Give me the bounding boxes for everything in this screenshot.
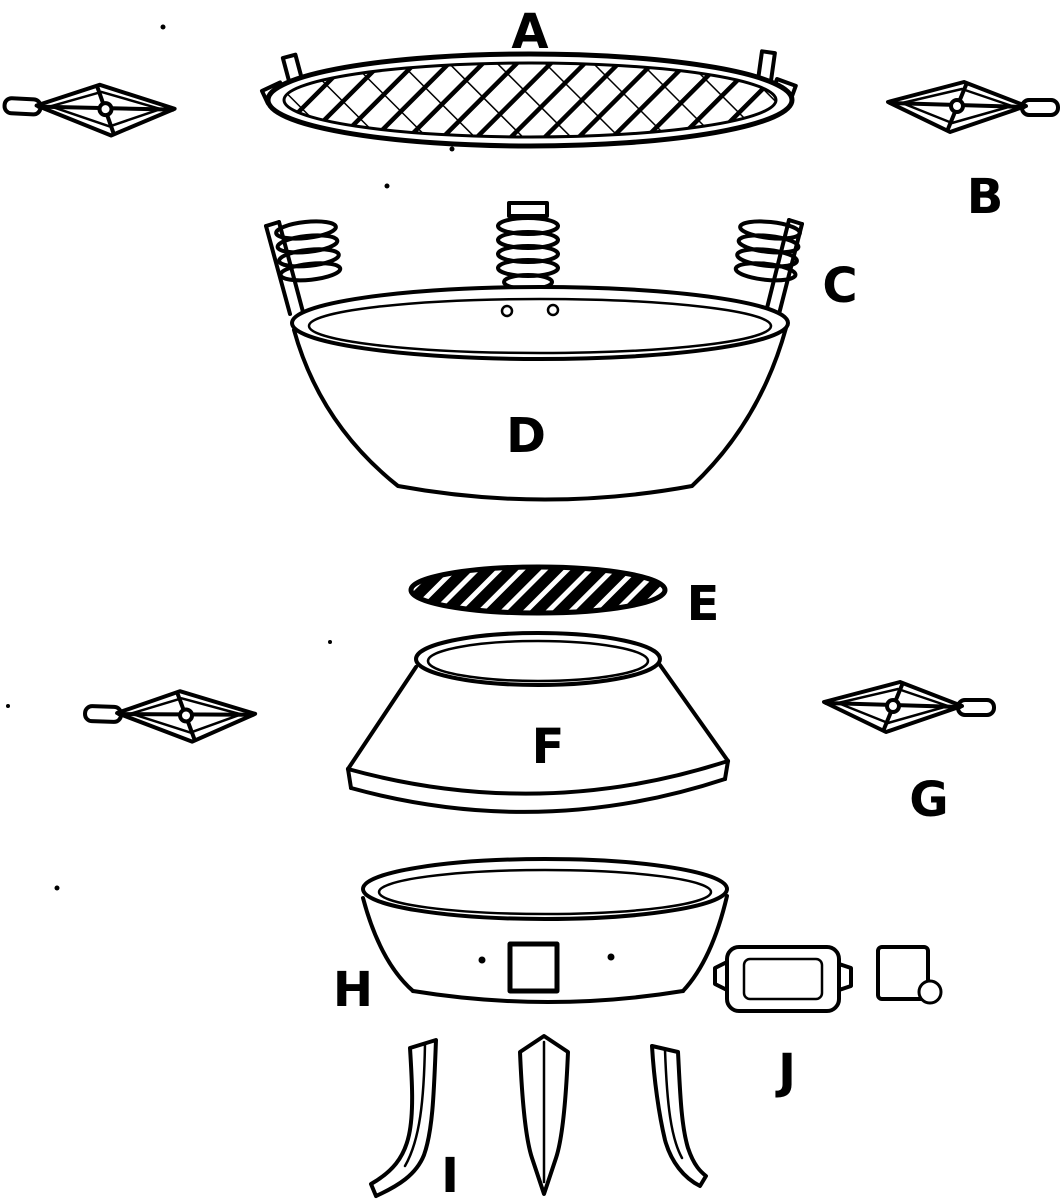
part-a-cooking-grate <box>259 49 798 149</box>
part-j-vent-plates <box>713 945 943 1013</box>
part-b-handle-right <box>886 80 1060 134</box>
part-h-lower-bowl <box>361 857 729 1004</box>
part-label-f: F <box>532 719 565 775</box>
part-e-charcoal-grate <box>408 564 668 616</box>
part-label-g: G <box>909 772 948 828</box>
part-d-upper-bowl <box>290 285 790 502</box>
part-i-legs <box>369 1034 708 1198</box>
part-label-h: H <box>333 962 373 1018</box>
part-label-b: B <box>967 169 1004 225</box>
part-g-handle-left <box>84 688 256 744</box>
part-label-d: D <box>506 408 546 464</box>
part-labels: A B C D E F G H I J <box>333 4 1003 1200</box>
part-label-e: E <box>687 576 720 632</box>
part-b-handle-left <box>3 80 175 139</box>
part-label-c: C <box>822 258 857 314</box>
part-label-i: I <box>441 1148 459 1200</box>
part-label-j: J <box>775 1044 796 1100</box>
scan-specks <box>6 24 908 891</box>
part-f-middle-collar <box>346 631 730 814</box>
part-g-handle-right <box>822 680 996 734</box>
part-label-a: A <box>511 4 548 60</box>
